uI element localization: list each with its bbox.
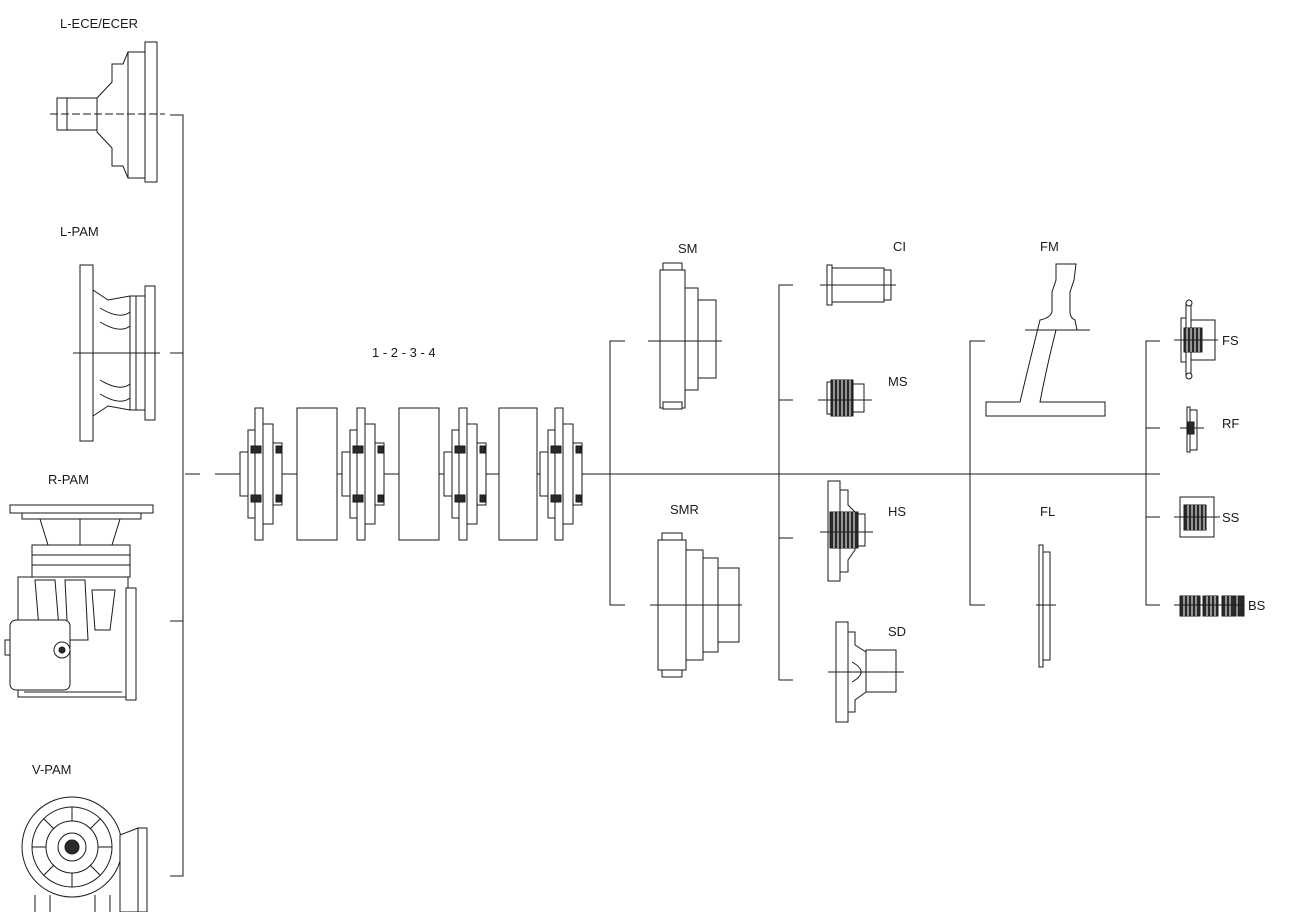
stage-1-flange <box>239 407 283 541</box>
label-hs: HS <box>888 504 906 519</box>
hs-component: HS <box>820 480 906 582</box>
bs-component: BS <box>1174 595 1266 617</box>
fl-component: FL <box>1036 504 1056 668</box>
stage-3-flange <box>443 407 487 541</box>
r-pam-component: R-PAM <box>4 472 154 701</box>
rf-component: RF <box>1180 406 1239 453</box>
l-pam-component: L-PAM <box>60 224 160 442</box>
label-fm: FM <box>1040 239 1059 254</box>
label-l-ece-ecer: L-ECE/ECER <box>60 16 138 31</box>
label-ci: CI <box>893 239 906 254</box>
stage-2-flange <box>341 407 385 541</box>
spacer-3 <box>498 407 538 541</box>
spacer-1 <box>296 407 338 541</box>
label-l-pam: L-PAM <box>60 224 99 239</box>
label-bs: BS <box>1248 598 1266 613</box>
sd-component: SD <box>828 621 906 723</box>
label-rf: RF <box>1222 416 1239 431</box>
ci-component: CI <box>820 239 906 306</box>
stage-4-flange <box>539 407 583 541</box>
label-fs: FS <box>1222 333 1239 348</box>
spacer-2 <box>398 407 440 541</box>
smr-component: SMR <box>650 502 742 678</box>
label-ms: MS <box>888 374 908 389</box>
label-v-pam: V-PAM <box>32 762 72 777</box>
connector-lines <box>170 114 1160 877</box>
label-sm: SM <box>678 241 698 256</box>
label-stages: 1 - 2 - 3 - 4 <box>372 345 436 360</box>
label-fl: FL <box>1040 504 1055 519</box>
v-pam-component: V-PAM <box>21 762 148 912</box>
label-sd: SD <box>888 624 906 639</box>
label-smr: SMR <box>670 502 699 517</box>
sm-component: SM <box>648 241 722 410</box>
ms-component: MS <box>818 374 908 417</box>
l-ece-ecer-component: L-ECE/ECER <box>50 16 165 183</box>
label-r-pam: R-PAM <box>48 472 89 487</box>
fs-component: FS <box>1174 299 1239 380</box>
stages-component: 1 - 2 - 3 - 4 <box>239 345 583 541</box>
ss-component: SS <box>1174 496 1240 538</box>
fm-component: FM <box>985 239 1106 417</box>
label-ss: SS <box>1222 510 1240 525</box>
